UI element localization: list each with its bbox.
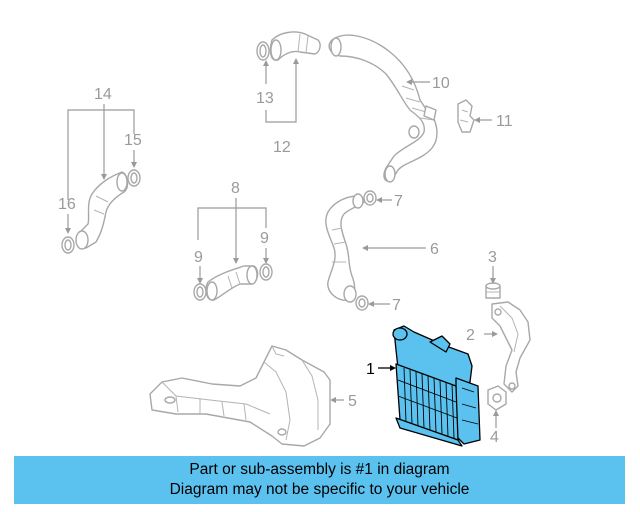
part-15-ring [127,169,141,187]
callout-9-right: 9 [260,230,269,247]
part-1-intercooler[interactable] [392,325,481,447]
notice-line-2: Diagram may not be specific to your vehi… [169,481,470,498]
callout-1: 1 [366,361,375,378]
callout-9-left: 9 [194,249,203,266]
part-12-hose [269,31,321,61]
callout-2: 2 [466,327,475,344]
part-14-hose [75,171,129,250]
callout-7-bottom: 7 [392,297,401,314]
callout-6: 6 [430,241,439,258]
callout-14: 14 [94,86,112,103]
callout-8: 8 [231,180,240,197]
part-13-ring [256,41,270,61]
callout-15: 15 [124,132,142,149]
callout-4: 4 [490,429,499,446]
callout-7-top: 7 [394,193,403,210]
part-2-bracket [491,301,531,393]
callout-13: 13 [256,90,274,107]
callout-10: 10 [432,75,450,92]
callout-3: 3 [488,249,497,266]
part-10-intake-pipe [328,34,438,183]
notice-line-1: Part or sub-assembly is #1 in diagram [189,461,450,478]
part-3-grommet [485,282,501,299]
notice-banner: Part or sub-assembly is #1 in diagram Di… [14,456,625,504]
callout-5: 5 [348,393,357,410]
part-9-ring-right [259,263,273,281]
part-6-hose [325,193,365,303]
callout-12: 12 [273,139,291,156]
callout-16: 16 [58,196,76,213]
part-7-ring-bottom [355,295,369,311]
part-7-ring-top [363,190,377,206]
part-16-ring [61,236,75,254]
part-8-hose [205,265,259,301]
parts-diagram: 13 12 10 11 14 15 16 8 9 9 7 6 7 3 2 4 5… [58,31,531,447]
part-9-ring-left [193,283,207,301]
part-5-air-duct [149,345,331,447]
part-11-sensor [457,99,475,133]
part-4-nut [487,385,507,411]
callout-11: 11 [496,113,513,130]
